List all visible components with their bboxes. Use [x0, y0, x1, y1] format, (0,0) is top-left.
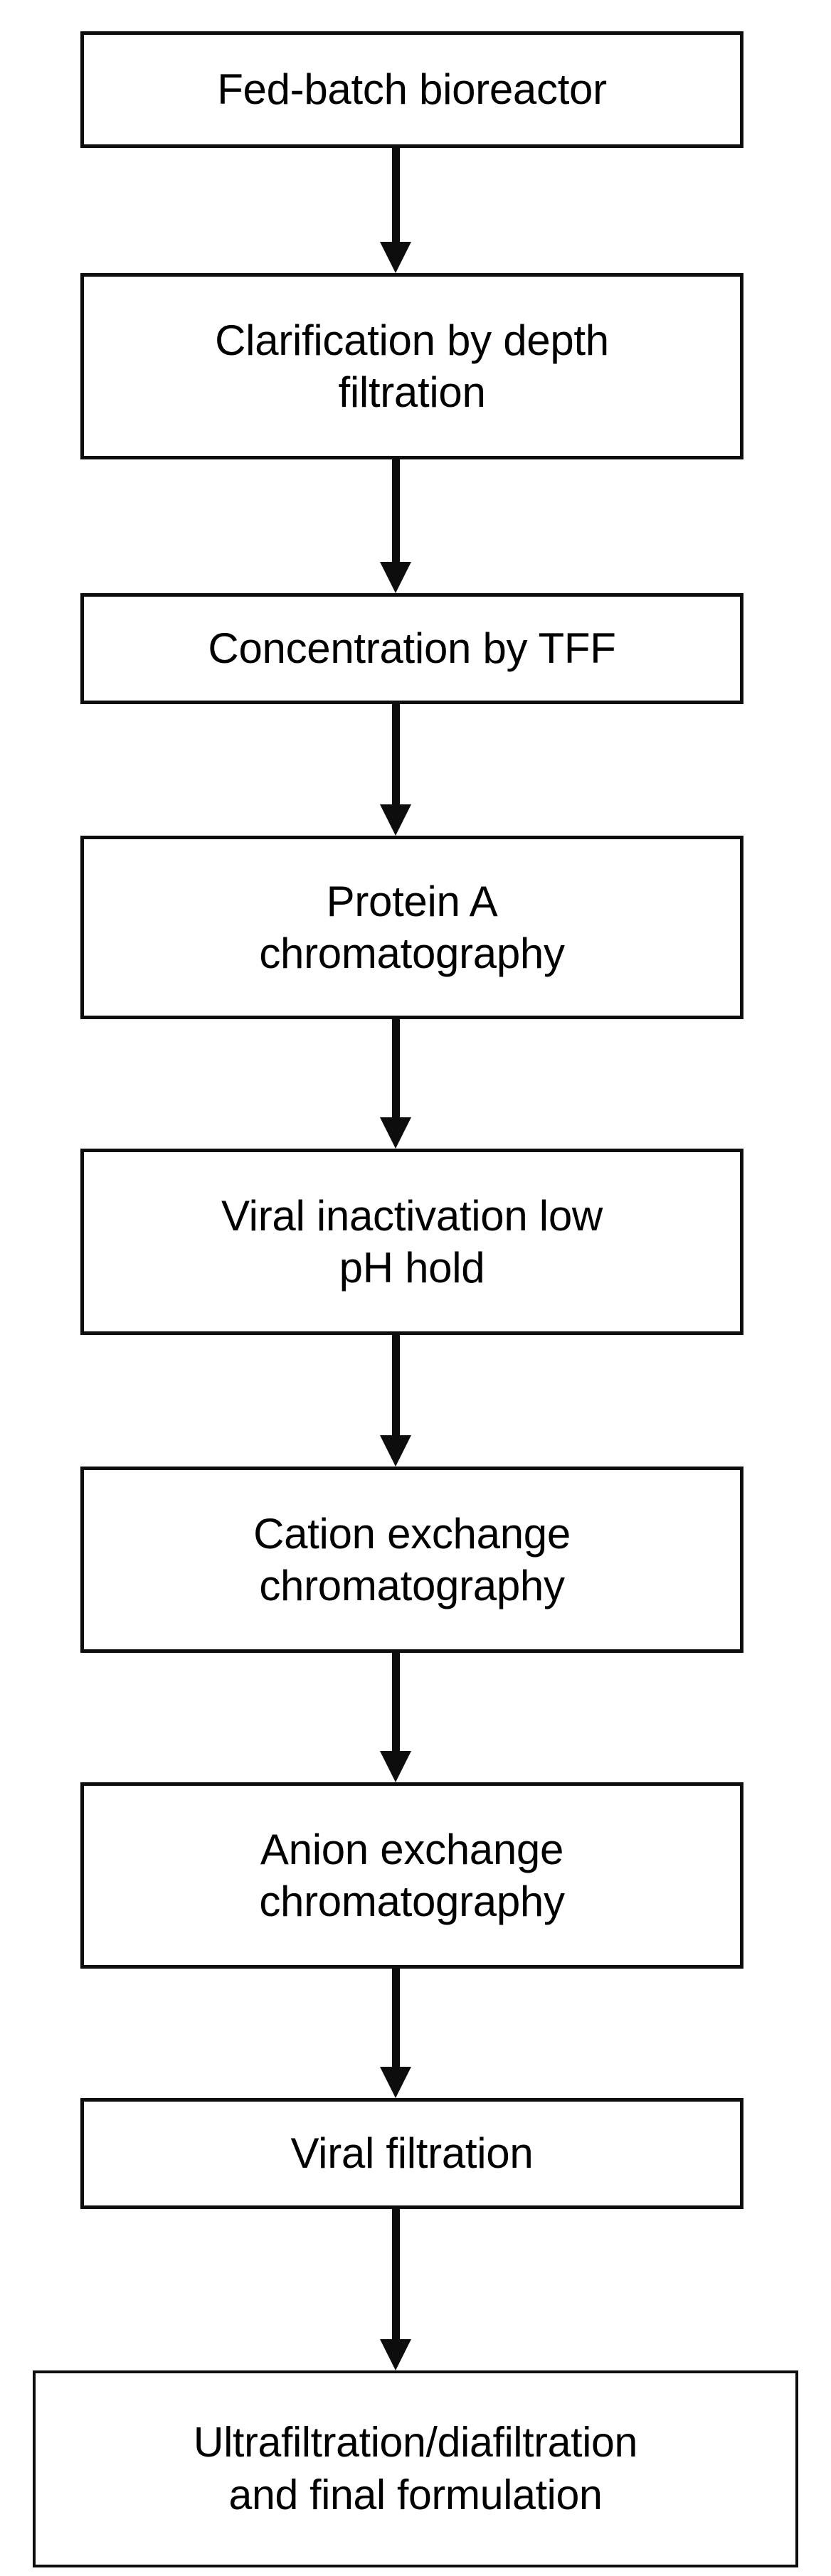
node-fed-batch-bioreactor[interactable]: Fed-batch bioreactor: [80, 31, 743, 148]
node-ultrafiltration-diafiltration-final-formulation[interactable]: Ultrafiltration/diafiltration and final …: [33, 2370, 798, 2567]
arrow-head: [380, 242, 411, 273]
arrow-head: [380, 804, 411, 836]
arrow-shaft: [392, 1653, 400, 1752]
node-viral-filtration[interactable]: Viral filtration: [80, 2098, 743, 2209]
node-label: Concentration by TFF: [208, 624, 616, 673]
arrow-shaft: [392, 459, 400, 563]
node-cation-exchange-chromatography[interactable]: Cation exchange chromatography: [80, 1467, 743, 1653]
arrow-head: [380, 2339, 411, 2370]
arrow-head: [380, 562, 411, 593]
arrow-shaft: [392, 1335, 400, 1437]
arrow-head: [380, 1751, 411, 1782]
node-anion-exchange-chromatography[interactable]: Anion exchange chromatography: [80, 1782, 743, 1969]
arrow-shaft: [392, 1019, 400, 1119]
arrow-shaft: [392, 148, 400, 243]
node-label: Viral filtration: [290, 2129, 534, 2178]
node-protein-a-chromatography[interactable]: Protein A chromatography: [80, 836, 743, 1019]
node-concentration-tff[interactable]: Concentration by TFF: [80, 593, 743, 704]
node-viral-inactivation-low-ph-hold[interactable]: Viral inactivation low pH hold: [80, 1149, 743, 1335]
node-label: Viral inactivation low pH hold: [221, 1191, 603, 1292]
arrow-shaft: [392, 704, 400, 806]
node-label: Cation exchange chromatography: [253, 1509, 571, 1609]
arrow-head: [380, 2067, 411, 2098]
node-label: Ultrafiltration/diafiltration and final …: [193, 2419, 638, 2518]
arrow-shaft: [392, 2209, 400, 2341]
node-label: Anion exchange chromatography: [259, 1825, 565, 1925]
arrow-head: [380, 1435, 411, 1467]
node-label: Clarification by depth filtration: [215, 316, 609, 416]
arrow-head: [380, 1117, 411, 1149]
node-clarification-depth-filtration[interactable]: Clarification by depth filtration: [80, 273, 743, 459]
arrow-shaft: [392, 1969, 400, 2068]
node-label: Protein A chromatography: [259, 877, 565, 977]
node-label: Fed-batch bioreactor: [217, 65, 607, 114]
